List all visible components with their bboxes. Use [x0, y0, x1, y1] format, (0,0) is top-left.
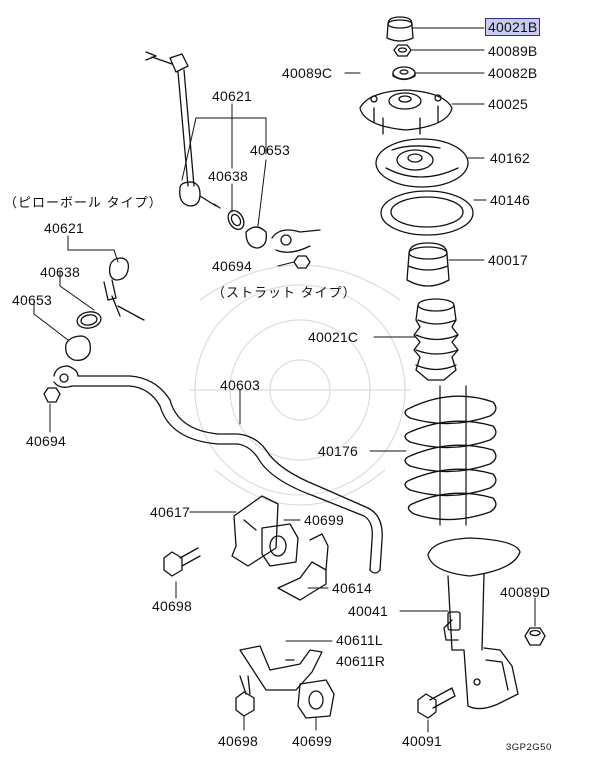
- strut-arm-fragment: [271, 229, 321, 253]
- part-40694-nut-left[interactable]: [43, 387, 61, 403]
- label-40021C[interactable]: 40021C: [308, 329, 359, 345]
- label-40611R[interactable]: 40611R: [336, 653, 386, 669]
- label-40176[interactable]: 40176: [318, 443, 358, 459]
- label-40638-left[interactable]: 40638: [40, 264, 80, 280]
- label-40699-bottom[interactable]: 40699: [292, 733, 332, 749]
- part-40617-bracket[interactable]: [231, 495, 279, 567]
- label-40089C[interactable]: 40089C: [282, 65, 333, 81]
- part-40621-pillow-ball-link[interactable]: [103, 257, 145, 321]
- label-40021B[interactable]: 40021B: [484, 18, 541, 36]
- label-40611L[interactable]: 40611L: [336, 632, 383, 648]
- part-40653-bushing-left[interactable]: [65, 335, 91, 361]
- label-40603[interactable]: 40603: [220, 377, 260, 393]
- part-40699-bushing-mid[interactable]: [261, 523, 299, 567]
- part-40653-bushing-top[interactable]: [245, 226, 267, 249]
- part-40638-ring-top[interactable]: [225, 208, 247, 232]
- part-40146-spring-insulator[interactable]: [380, 190, 474, 236]
- label-40146[interactable]: 40146: [490, 192, 530, 208]
- part-40021C-dust-boot[interactable]: [413, 298, 459, 381]
- label-40617[interactable]: 40617: [150, 504, 190, 520]
- part-40176-coil-spring[interactable]: [404, 395, 497, 521]
- label-40614[interactable]: 40614: [332, 580, 372, 596]
- part-40611-bracket[interactable]: [239, 645, 323, 691]
- label-40025[interactable]: 40025: [488, 96, 528, 112]
- label-40694-top[interactable]: 40694: [212, 258, 252, 274]
- part-40082B-washer[interactable]: [392, 66, 416, 81]
- label-40082B[interactable]: 40082B: [488, 65, 538, 81]
- leader-lines: [33, 27, 536, 733]
- part-40162-upper-spring-seat[interactable]: [375, 138, 469, 188]
- label-40694-left[interactable]: 40694: [26, 433, 66, 449]
- part-40089D-nut[interactable]: [524, 627, 546, 646]
- label-40621-top[interactable]: 40621: [212, 88, 252, 104]
- note-strut-type: （ストラット タイプ）: [212, 285, 357, 300]
- part-40021B-bump-cap[interactable]: [386, 16, 414, 42]
- part-40698-bolt-mid[interactable]: [163, 547, 201, 577]
- part-40017-bound-stopper[interactable]: [406, 242, 450, 287]
- part-40091-bolt[interactable]: [417, 687, 456, 719]
- part-40041-shock-absorber[interactable]: [427, 385, 521, 710]
- note-pillow-ball-type: （ピローボール タイプ）: [4, 195, 163, 210]
- label-40621-left[interactable]: 40621: [44, 220, 84, 236]
- label-40089D[interactable]: 40089D: [500, 584, 551, 600]
- part-40698-bolt-bottom[interactable]: [235, 675, 255, 717]
- watermark-emblem: [189, 264, 411, 506]
- label-40162[interactable]: 40162: [490, 150, 530, 166]
- label-40698-bottom[interactable]: 40698: [218, 733, 258, 749]
- part-40089B-nut[interactable]: [393, 44, 412, 57]
- label-40089B[interactable]: 40089B: [488, 43, 538, 59]
- part-40603-stabilizer-bar[interactable]: [53, 365, 383, 574]
- label-40699-mid[interactable]: 40699: [304, 512, 344, 528]
- label-40091[interactable]: 40091: [402, 733, 442, 749]
- part-40025-strut-mount[interactable]: [359, 89, 453, 135]
- part-40614-bracket[interactable]: [277, 533, 329, 601]
- label-40017[interactable]: 40017: [488, 252, 528, 268]
- diagram-code: 3GP2G50: [506, 742, 552, 753]
- label-40638-top[interactable]: 40638: [208, 168, 248, 184]
- label-40041[interactable]: 40041: [348, 603, 388, 619]
- part-40621-stabilizer-link[interactable]: [145, 51, 221, 209]
- label-40653-top[interactable]: 40653: [250, 142, 290, 158]
- part-40638-ring-left[interactable]: [76, 310, 102, 330]
- label-40653-left[interactable]: 40653: [12, 292, 52, 308]
- part-40694-nut-top[interactable]: [293, 255, 311, 269]
- part-40699-bushing-bottom[interactable]: [297, 679, 335, 719]
- label-40698-mid[interactable]: 40698: [152, 598, 192, 614]
